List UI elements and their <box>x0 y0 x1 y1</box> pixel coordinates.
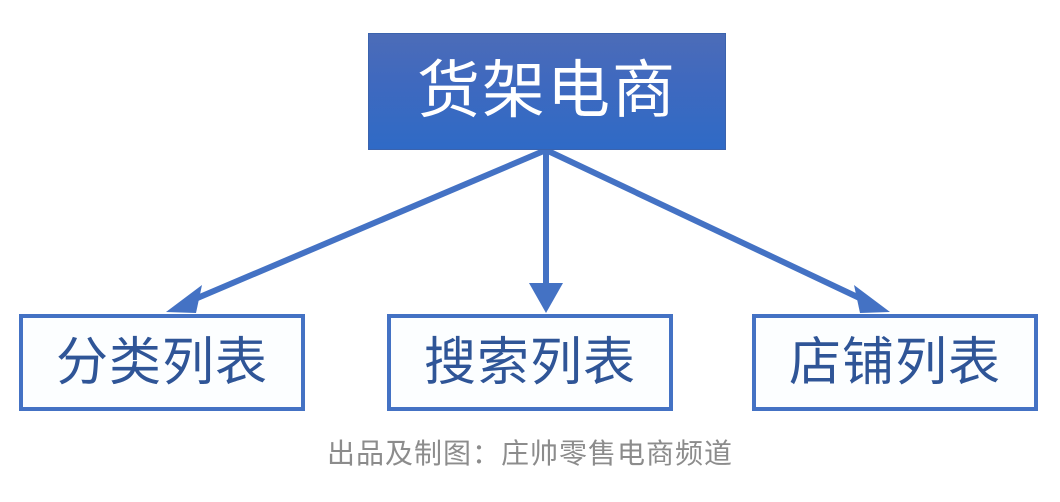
node-store-list-label: 店铺列表 <box>788 333 1001 392</box>
down-left-arrow-shaft <box>186 147 548 305</box>
diagram-caption: 出品及制图：庄帅零售电商频道 <box>326 438 733 469</box>
down-right-arrow <box>544 147 890 313</box>
node-category-list[interactable]: 分类列表 <box>19 314 305 411</box>
down-left-arrow <box>166 147 548 313</box>
down-right-arrow-head <box>854 285 890 313</box>
node-root[interactable]: 货架电商 <box>368 33 726 150</box>
node-category-list-label: 分类列表 <box>55 333 268 392</box>
node-search-list-label: 搜索列表 <box>423 333 636 392</box>
down-left-arrow-head <box>166 285 202 313</box>
down-right-arrow-shaft <box>544 147 870 305</box>
down-arrow-head <box>529 283 563 313</box>
node-search-list[interactable]: 搜索列表 <box>387 314 673 411</box>
down-arrow <box>529 150 563 313</box>
node-root-label: 货架电商 <box>417 56 677 126</box>
node-store-list[interactable]: 店铺列表 <box>752 314 1038 411</box>
